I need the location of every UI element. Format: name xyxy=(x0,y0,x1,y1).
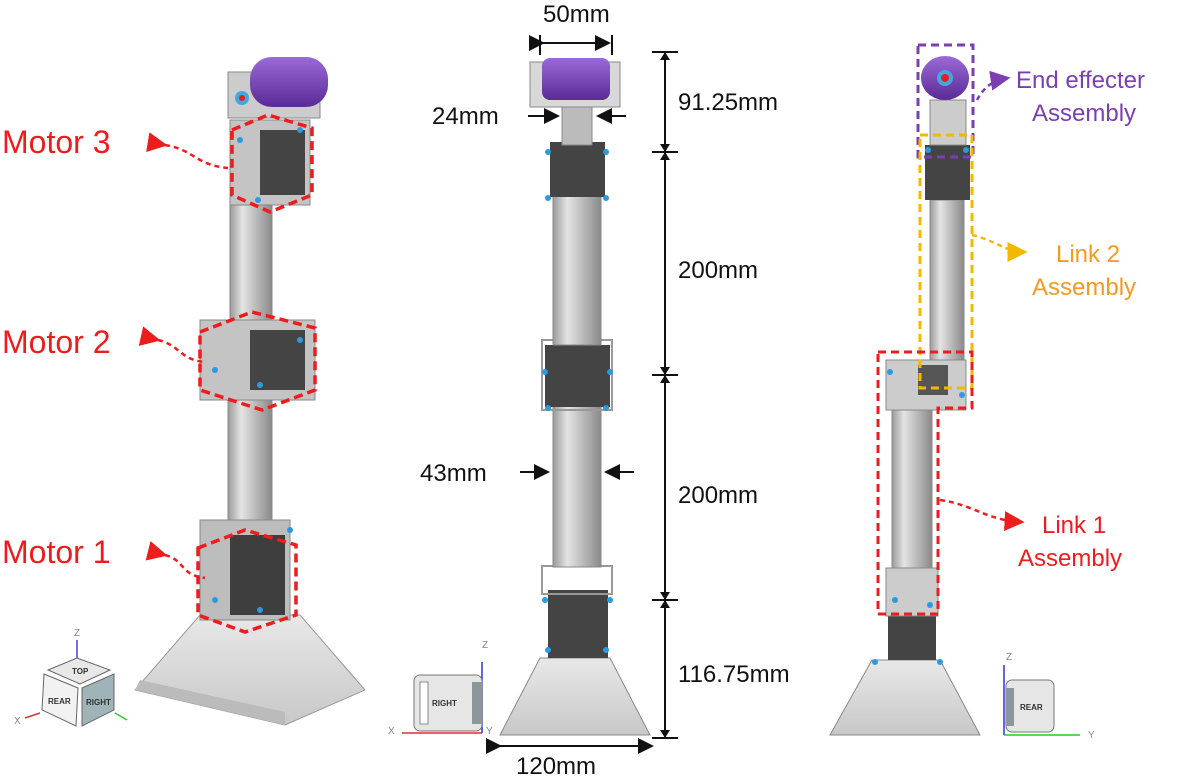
axis-z: Z xyxy=(482,640,488,651)
right-rear-view: End effecter Assembly Link 2 Assembly Li… xyxy=(829,43,1145,741)
axis-x: X xyxy=(14,716,21,727)
motor2-highlight xyxy=(198,310,317,412)
dim-link-width: 43mm xyxy=(420,460,487,487)
axis-x: X xyxy=(388,726,395,737)
link2-rail xyxy=(229,199,273,321)
axis-y: Y xyxy=(486,726,493,737)
dim-base-height: 116.75mm xyxy=(678,661,790,688)
base xyxy=(829,659,981,736)
motor2-label: Motor 2 xyxy=(2,324,110,360)
view-cube-rear[interactable]: REAR Z Y xyxy=(1003,652,1095,741)
dim-wrist-width: 24mm xyxy=(432,103,499,130)
dim-base-width: 120mm xyxy=(516,753,596,777)
view-cube-right[interactable]: RIGHT Z X Y xyxy=(388,640,493,737)
axis-y: Y xyxy=(1088,730,1095,741)
base xyxy=(499,657,651,736)
end-effector-label-line2: Assembly xyxy=(1032,100,1136,127)
dim-link1-length: 200mm xyxy=(678,482,758,509)
cube-face-right: RIGHT xyxy=(86,698,111,707)
link2-highlight xyxy=(918,133,974,390)
axis-z: Z xyxy=(1006,652,1012,663)
link1-label-line2: Assembly xyxy=(1018,545,1122,572)
end-effector-highlight xyxy=(916,43,975,159)
middle-side-view: 50mm 24mm 43mm 91.25mm 200mm 200mm 116.7… xyxy=(388,1,790,777)
motor1-label: Motor 1 xyxy=(2,534,110,570)
link2-label-line1: Link 2 xyxy=(1056,241,1120,268)
axis-z: Z xyxy=(74,628,80,639)
end-effector-label-line1: End effecter xyxy=(1016,67,1145,94)
dim-link2-length: 200mm xyxy=(678,257,758,284)
cube-face-rear: REAR xyxy=(1020,703,1043,712)
view-cube-iso[interactable]: TOP REAR RIGHT Z X xyxy=(14,628,128,727)
link2-label-line2: Assembly xyxy=(1032,274,1136,301)
link1-rail xyxy=(227,399,273,526)
cube-face-rear: REAR xyxy=(48,697,71,706)
motor3-highlight xyxy=(230,113,314,214)
cube-face-right: RIGHT xyxy=(432,699,457,708)
link1-label-line1: Link 1 xyxy=(1042,512,1106,539)
left-isometric-view: Motor 3 Motor 2 Motor 1 TOP REAR RIGHT Z… xyxy=(2,57,366,727)
dim-end-effector-height: 91.25mm xyxy=(678,89,778,116)
link1-highlight xyxy=(876,350,974,616)
motor1-highlight xyxy=(196,528,298,634)
cube-face-top: TOP xyxy=(72,667,89,676)
dim-end-effector-width: 50mm xyxy=(543,1,610,28)
motor3-label: Motor 3 xyxy=(2,124,110,160)
